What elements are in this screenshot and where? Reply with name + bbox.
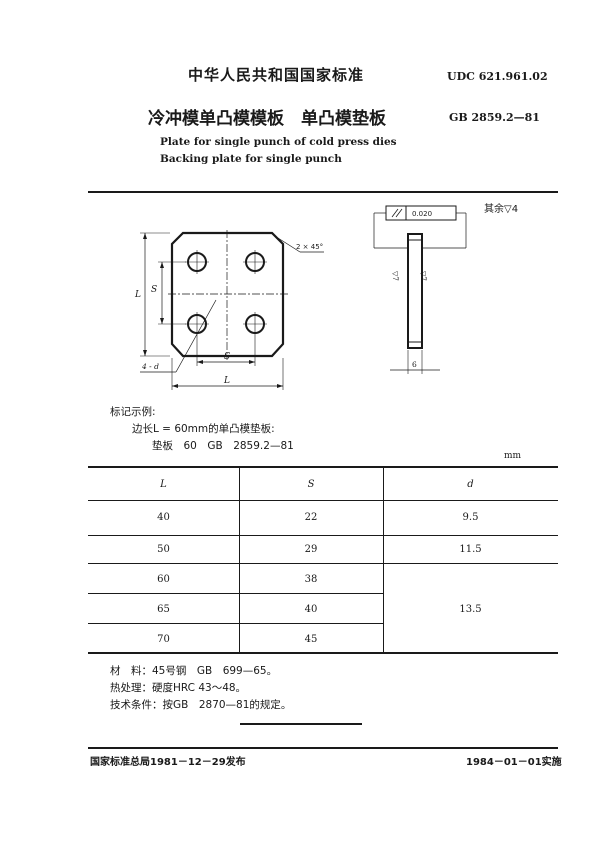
technical-conditions-note: 技术条件：按GB 2870—81的规定。 xyxy=(110,699,292,711)
table-row-4-d: 13.5 xyxy=(459,604,482,615)
effective-date: 1984－01－01实施 xyxy=(466,757,562,768)
header-d: d xyxy=(467,479,474,490)
notes-end-rule xyxy=(240,723,362,725)
surface-finish-left: ▽7 xyxy=(391,271,399,281)
english-title-line-1: Plate for single punch of cold press die… xyxy=(160,136,397,148)
table-row-2-S: 29 xyxy=(304,544,318,555)
marking-line-2: 垫板 60 GB 2859.2—81 xyxy=(152,440,294,452)
surface-finish-right: ▽7 xyxy=(419,271,427,281)
table-row-5-L: 70 xyxy=(157,634,170,645)
table-row-1-S: 22 xyxy=(304,512,318,523)
table-row-4-S: 40 xyxy=(304,604,318,615)
table-row-2-d: 11.5 xyxy=(459,544,482,555)
table-row-4-L: 65 xyxy=(157,604,170,615)
dimension-S-vertical: S xyxy=(151,285,157,295)
tolerance-value: 0.020 xyxy=(412,210,432,218)
marking-line-1: 边长L = 60mm的单凸模垫板: xyxy=(132,423,275,435)
dimension-L-horizontal: L xyxy=(223,376,230,386)
table-unit: mm xyxy=(504,451,522,461)
english-title-line-2: Backing plate for single punch xyxy=(160,153,342,165)
footer-divider xyxy=(88,747,558,749)
hole-count-label: 4 - d xyxy=(141,362,159,371)
issuer-date: 国家标准总局1981－12－29发布 xyxy=(90,757,246,768)
document-title: 冷冲模单凸模模板 单凸模垫板 xyxy=(148,109,386,129)
dimension-L-vertical: L xyxy=(134,290,141,300)
table-row-5-S: 45 xyxy=(304,634,318,645)
chamfer-label: 2 × 45° xyxy=(296,243,323,251)
side-view-plate xyxy=(407,233,423,349)
table-row-1-d: 9.5 xyxy=(462,512,479,523)
roughness-note: 其余▽4 xyxy=(484,202,518,215)
header-S: S xyxy=(307,479,315,490)
heat-treatment-note: 热处理：硬度HRC 43～48。 xyxy=(110,682,247,694)
table-row-2-L: 50 xyxy=(157,544,170,555)
technical-drawing: 2 × 45° L S 4 - d S L 0.020 ▽7 ▽7 6 其余▽4 xyxy=(134,202,518,390)
table-row-1-L: 40 xyxy=(157,512,170,523)
plate-outline xyxy=(170,231,285,358)
table-row-3-S: 38 xyxy=(304,574,318,585)
thickness-dimension: 6 xyxy=(412,360,417,369)
marking-heading: 标记示例: xyxy=(110,406,156,418)
country-standard-heading: 中华人民共和国国家标准 xyxy=(188,66,365,84)
gb-standard-number: GB 2859.2—81 xyxy=(449,111,540,124)
table-row-3-L: 60 xyxy=(157,574,170,585)
udc-number: UDC 621.961.02 xyxy=(447,70,548,83)
dimension-S-horizontal: S xyxy=(224,352,230,362)
header-L: L xyxy=(160,479,167,490)
mounting-holes xyxy=(185,250,267,336)
material-note: 材 料：45号钢 GB 699—65。 xyxy=(110,665,278,677)
header-divider xyxy=(88,191,558,193)
